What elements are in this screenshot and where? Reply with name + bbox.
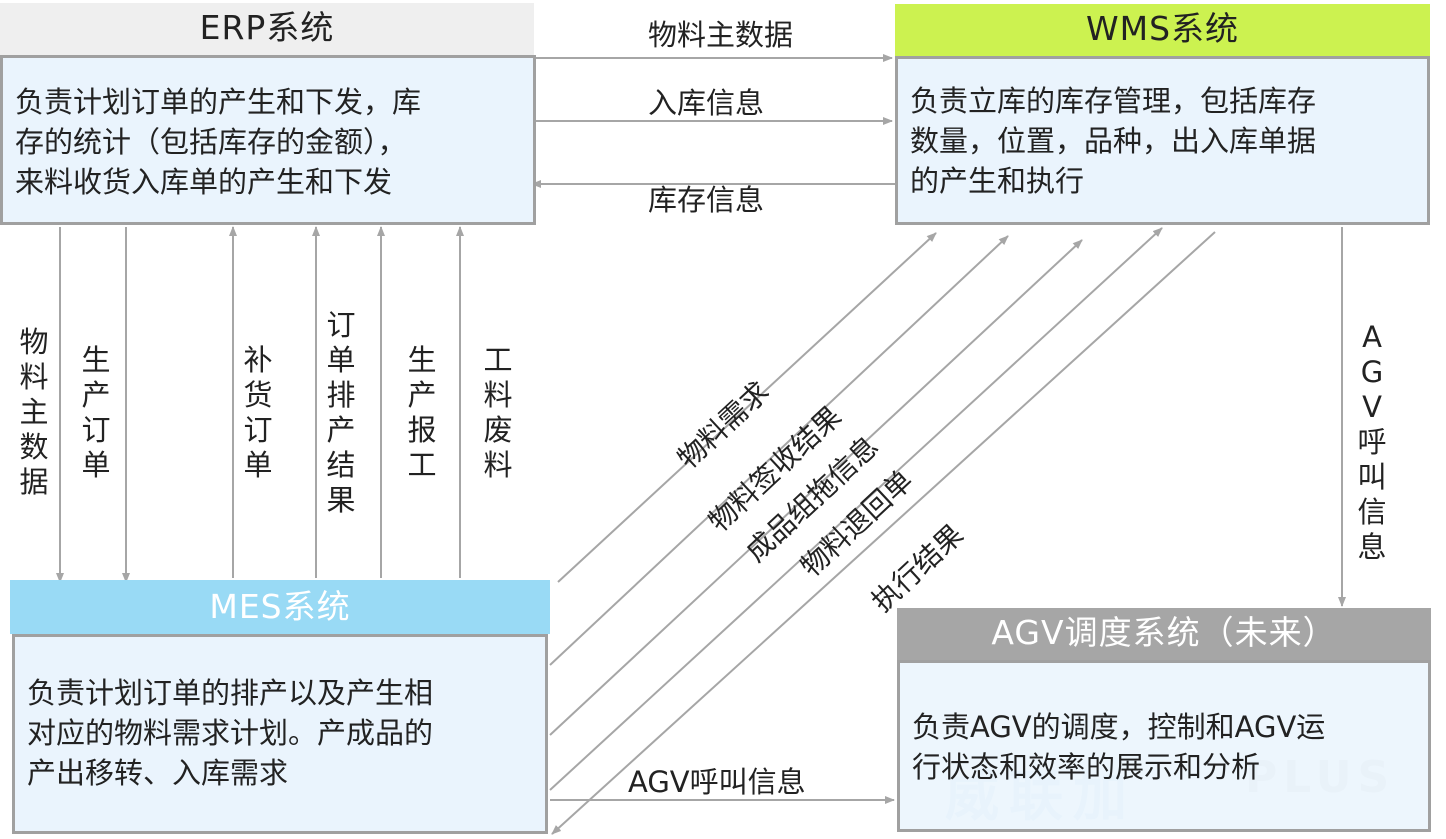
flow-label-v-schedule-result: 订单排产结果 [326,308,356,517]
agv-title: AGV调度系统（未来） [897,608,1431,660]
mes-desc-line: 对应的物料需求计划。产成品的 [27,716,434,750]
wms-desc-line: 数量，位置，品种，出入库单据 [910,124,1317,158]
agv-description: 负责AGV的调度，控制和AGV运 行状态和效率的展示和分析 [897,660,1431,832]
agv-title-text: AGV调度系统（未来） [991,613,1337,652]
wms-desc-line: 负责立库的库存管理，包括库存 [910,84,1317,118]
wms-description: 负责立库的库存管理，包括库存 数量，位置，品种，出入库单据 的产生和执行 [895,56,1430,225]
erp-title: ERP系统 [0,3,534,55]
flow-label-v-scrap: 工料废料 [483,343,513,482]
wms-title: WMS系统 [895,4,1430,56]
flow-label-v-replenish-order: 补货订单 [243,343,273,482]
arrow-mes-to-wms-3 [549,239,1083,736]
mes-description: 负责计划订单的排产以及产生相 对应的物料需求计划。产成品的 产出移转、入库需求 [12,634,548,834]
arrow-mes-to-wms-1 [557,232,937,583]
agv-desc-line: 行状态和效率的展示和分析 [912,750,1261,784]
mes-desc-line: 负责计划订单的排产以及产生相 [27,676,434,710]
flow-label-inbound-info: 入库信息 [648,86,765,120]
mes-title: MES系统 [10,580,550,634]
erp-description: 负责计划订单的产生和下发，库 存的统计（包括库存的金额）， 来料收货入库单的产生… [0,55,536,225]
flow-label-v-agv-call: AGV呼叫信息 [1357,320,1387,564]
mes-desc-line: 产出移转、入库需求 [27,756,289,790]
flow-label-material-master: 物料主数据 [648,18,794,52]
arrow-wms-to-mes-result [551,231,1216,835]
agv-desc-line: 负责AGV的调度，控制和AGV运 [912,710,1326,744]
erp-desc-line: 来料收货入库单的产生和下发 [15,165,393,199]
flow-label-v-material-master: 物料主数据 [19,325,49,499]
flow-label-mes-agv-call: AGV呼叫信息 [628,765,806,799]
flow-label-inventory-info: 库存信息 [648,183,765,217]
flow-label-v-production-order: 生产订单 [81,343,111,482]
erp-desc-line: 负责计划订单的产生和下发，库 [15,85,422,119]
arrow-mes-to-wms-2 [549,235,1009,666]
erp-desc-line: 存的统计（包括库存的金额）， [15,125,407,159]
flow-label-v-production-report: 生产报工 [407,343,437,482]
arrow-mes-to-wms-4 [549,227,1163,791]
wms-desc-line: 的产生和执行 [910,164,1085,198]
